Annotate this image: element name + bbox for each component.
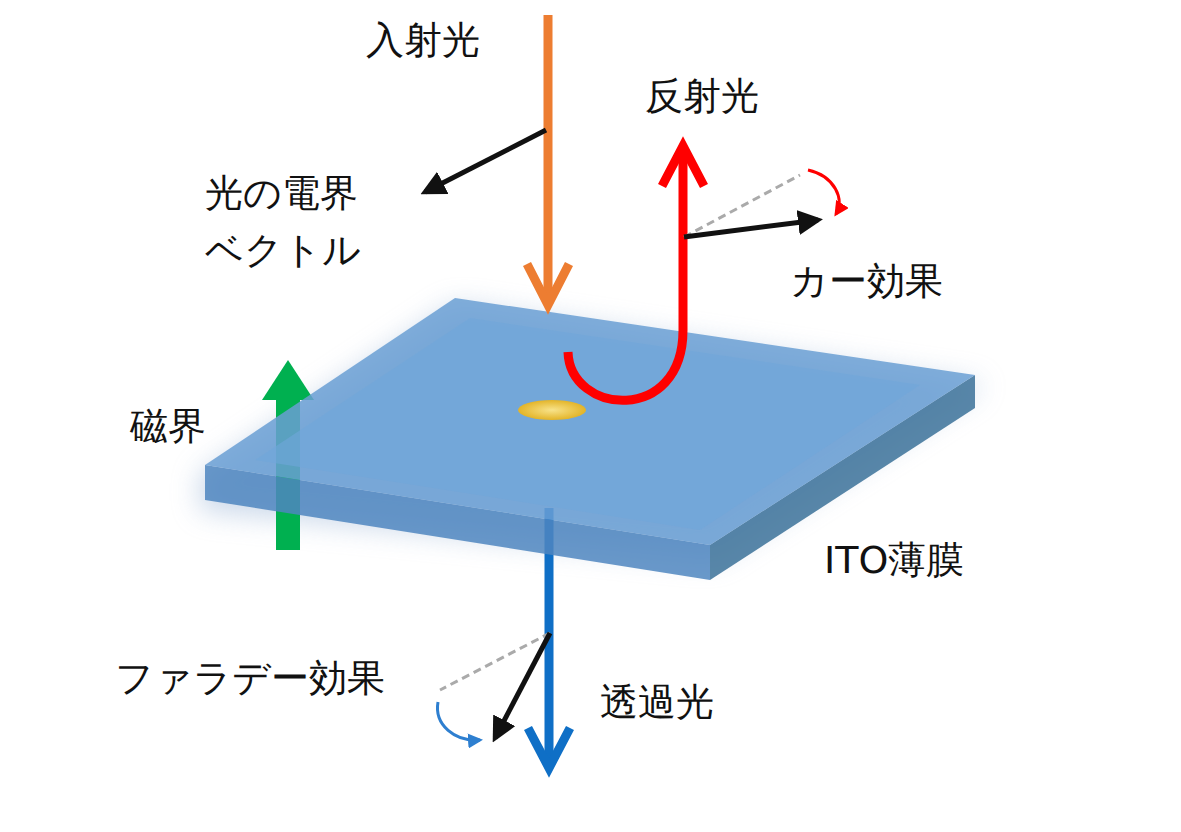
field-vector-label: 光の電界 ベクトル <box>205 165 373 279</box>
ito-film-label: ITO薄膜 <box>818 532 970 589</box>
incident-light-arrow <box>527 15 569 305</box>
magnetic-field-label: 磁界 <box>130 398 206 455</box>
reflected-light-arrow <box>568 146 704 400</box>
transmitted-light-label: 透過光 <box>600 674 714 731</box>
light-spot <box>518 400 586 420</box>
incident-light-label: 入射光 <box>366 12 480 69</box>
electric-field-vector <box>425 130 546 192</box>
reflected-light-label: 反射光 <box>645 68 759 125</box>
kerr-rotation <box>684 170 839 237</box>
faraday-effect-label: ファラデー効果 <box>115 650 385 707</box>
kerr-effect-label: カー効果 <box>790 253 943 310</box>
faraday-rotation <box>438 633 550 740</box>
